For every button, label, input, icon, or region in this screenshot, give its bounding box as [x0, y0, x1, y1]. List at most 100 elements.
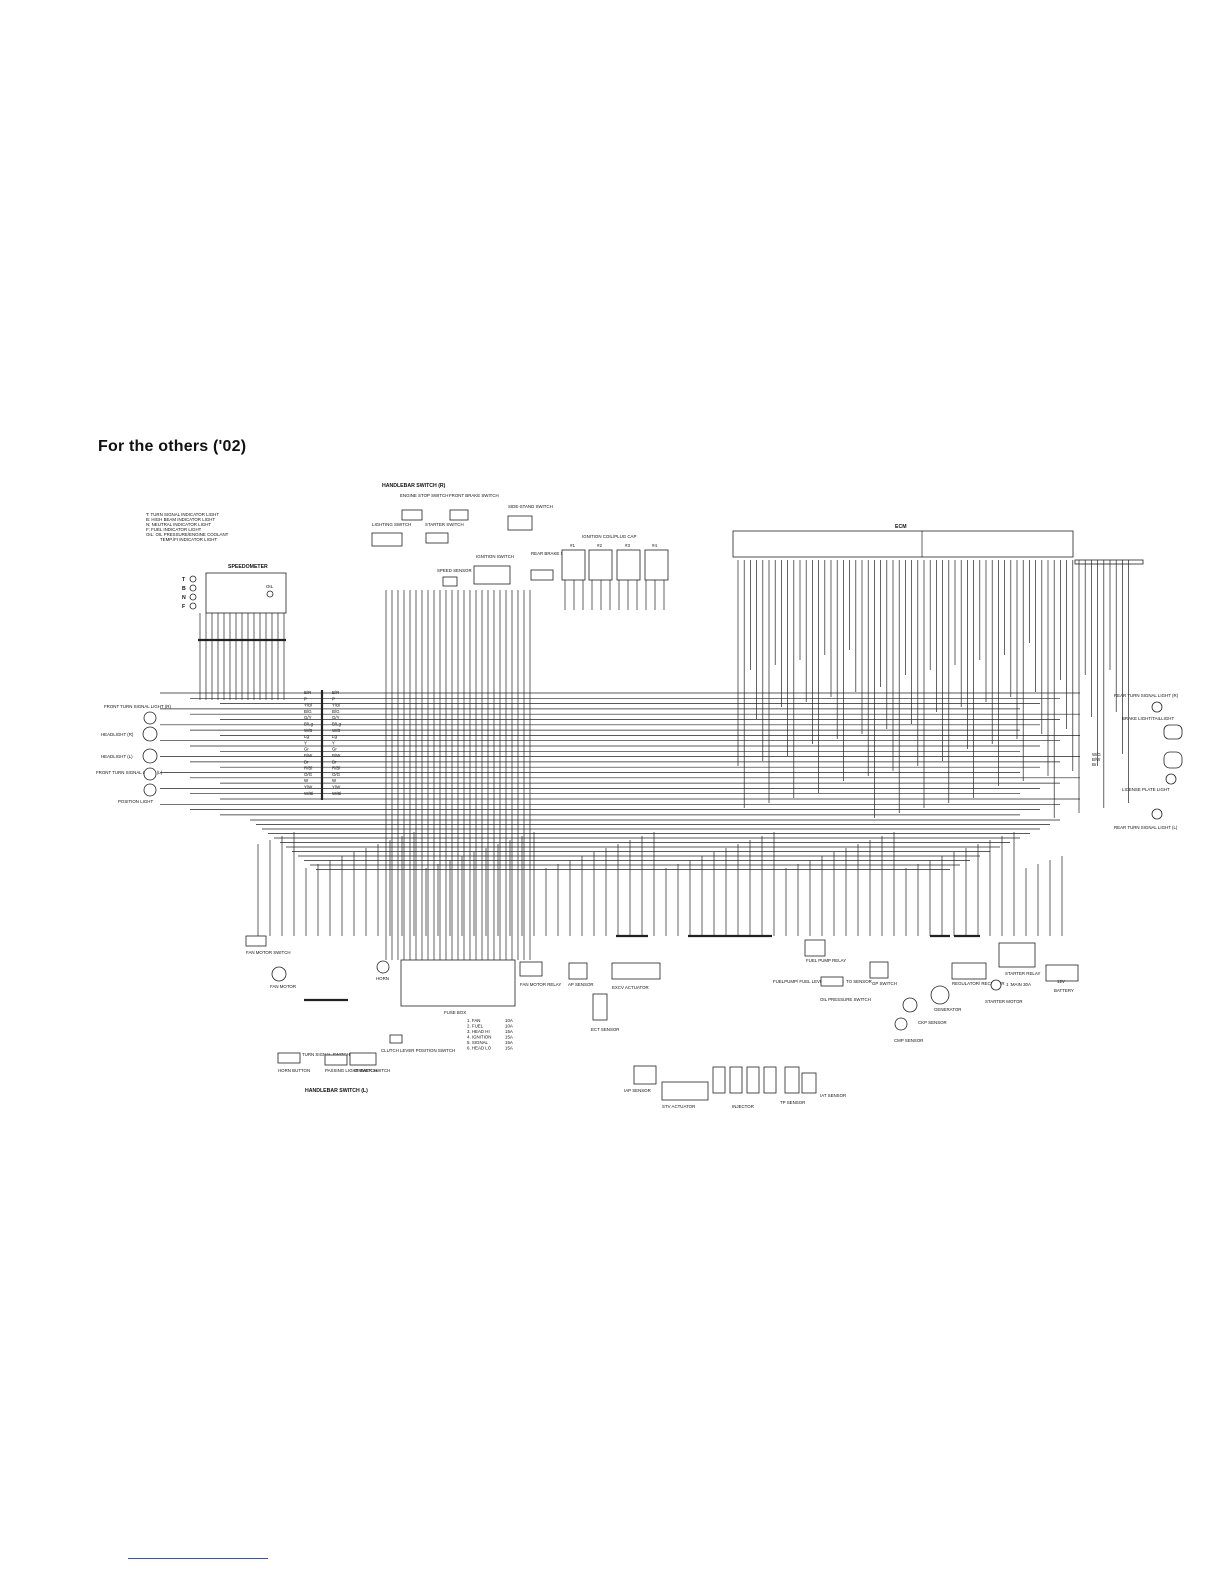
fuse-rating: 15A [505, 1035, 513, 1040]
engine-stop-switch-box [401, 509, 423, 521]
generator-label: GENERATOR [934, 1007, 961, 1012]
connector-wire-label: W [304, 778, 309, 783]
speedometer: SPEEDOMETER OIL T B N F [182, 564, 287, 642]
ecm-label: ECM [895, 524, 907, 530]
connector-wire-label: B/W [304, 753, 313, 758]
connector-wire-label: W [332, 778, 337, 783]
connector-wire-label: B/W [332, 753, 341, 758]
rear-turn-l-label: REAR TURN SIGNAL LIGHT (L) [1114, 825, 1178, 830]
connector-wire-label: B/Lg [304, 722, 314, 727]
front-brake-switch-label: FRONT BRAKE SWITCH [449, 493, 499, 498]
ckp-sensor-label: CKP SENSOR [918, 1020, 947, 1025]
ecm-connector [1074, 559, 1144, 565]
fan-motor-icon [271, 966, 287, 982]
ignition-coils: IGNITION COIL/PLUG CAP #1 #2 #3 #4 [561, 534, 669, 581]
connector-wire-label: O/G [332, 772, 341, 777]
fuse-rating: 10A [505, 1024, 513, 1029]
front-turn-r-label: FRONT TURN SIGNAL LIGHT (R) [104, 704, 171, 709]
fan-motor-relay-box [519, 961, 543, 977]
bottom-components: FAN MOTOR SWITCH FAN MOTOR HORN FUSE BOX… [245, 935, 1079, 1109]
front-brake-switch-box [449, 509, 469, 521]
fan-motor-switch-box [245, 935, 267, 947]
headlight-l-label: HEADLIGHT (L) [101, 754, 133, 759]
lighting-switch-box [371, 532, 403, 547]
legend-line: N: NEUTRAL INDICATOR LIGHT [146, 522, 211, 527]
iat-sensor-box [801, 1072, 817, 1094]
headlight-r-label: HEADLIGHT (R) [101, 732, 134, 737]
coil-4-label: #4 [652, 543, 657, 548]
connector-wire-label: P [304, 696, 307, 701]
lamp-icon [189, 593, 197, 601]
oil-label: OIL [266, 584, 274, 589]
fuse-name: 3. HEAD HI [467, 1029, 490, 1034]
passing-light-switch-box [324, 1054, 348, 1066]
fuelpump-switch-label: FUELPUMP/ FUEL LEVEL SWITCH [773, 979, 844, 984]
ignition-coil-icon [616, 549, 641, 581]
engine-stop-switch-label: ENGINE STOP SWITCH [400, 493, 448, 498]
to-sensor-label: TO SENSOR [846, 979, 872, 984]
fuse-name: 6. HEAD LO [467, 1046, 492, 1051]
injector-icon [763, 1066, 777, 1094]
clutch-switch-box [389, 1034, 403, 1044]
legend-line: F: FUEL INDICATOR LIGHT [146, 527, 202, 532]
license-light-label: LICENSE PLATE LIGHT [1122, 787, 1170, 792]
indicator-f: F [182, 604, 185, 610]
dimmer-switch-label: DIMMER SWITCH [354, 1068, 390, 1073]
connector-wire-label: Y/W [332, 785, 341, 790]
ignition-coil-label: IGNITION COIL/PLUG CAP [582, 534, 636, 539]
connector-wire-label: P [332, 696, 335, 701]
fuel-pump-relay-label: FUEL PUMP RELAY [806, 958, 846, 963]
lamp-icon [189, 584, 197, 592]
stv-actuator-label: STV ACTUATOR [662, 1104, 695, 1109]
starter-motor-label: STARTER MOTOR [985, 999, 1023, 1004]
ecm-box [732, 530, 1074, 558]
side-stand-switch-label: SIDE-STAND SWITCH [508, 504, 553, 509]
fan-motor-relay-label: FAN MOTOR RELAY [520, 982, 561, 987]
connector-wire-label: B/Lg [332, 722, 342, 727]
fan-motor-switch-label: FAN MOTOR SWITCH [246, 950, 291, 955]
fuse-rating: 15A [505, 1046, 513, 1051]
page-title: For the others ('02) [98, 438, 247, 455]
side-stand-switch-box [507, 515, 533, 531]
injector-icon [712, 1066, 726, 1094]
footer-link-underline[interactable] [128, 1558, 268, 1559]
connector-wire-label: R/Bl [332, 766, 340, 771]
horn-label: HORN [376, 976, 389, 981]
iap-sensor-label: IAP SENSOR [624, 1088, 651, 1093]
connector-wire-label: Y [332, 740, 335, 745]
headlight-l-lamp-icon [142, 748, 158, 764]
fuse-name: 1. FAN [467, 1018, 480, 1023]
ap-sensor-label: AP SENSOR [568, 982, 594, 987]
speed-sensor-label: SPEED SENSOR [437, 568, 472, 573]
connector-wire-label: Lg [332, 734, 337, 739]
cmp-sensor-label: CMP SENSOR [894, 1038, 923, 1043]
starter-switch-label: STARTER SWITCH [425, 522, 464, 527]
license-lamp-icon [1165, 773, 1177, 785]
fuse-name: 5. SIGNAL [467, 1040, 489, 1045]
regulator-box [951, 962, 987, 980]
generator-icon [930, 985, 950, 1005]
ignition-coil-icon [588, 549, 613, 581]
oil-lamp-icon [266, 590, 274, 598]
ect-sensor-label: ECT SENSOR [591, 1027, 619, 1032]
speed-sensor-box [442, 576, 458, 587]
injector-icon [729, 1066, 743, 1094]
injector-label: INJECTOR [732, 1104, 754, 1109]
lamp-icon [189, 575, 197, 583]
ap-sensor-box [568, 962, 588, 980]
connector-wire-label: W/Bl [304, 791, 313, 796]
horn-button-box [277, 1052, 301, 1064]
position-light-label: POSITION LIGHT [118, 799, 153, 804]
clutch-switch-label: CLUTCH LEVER POSITION SWITCH [381, 1048, 455, 1053]
stv-actuator-box [661, 1081, 709, 1101]
lighting-switch-label: LIGHTING SWITCH [372, 522, 411, 527]
connector-wire-label: B/G [304, 709, 312, 714]
indicator-b: B [182, 586, 186, 592]
passing-light-switch-label: PASSING LIGHT SWITCH [325, 1068, 377, 1073]
turn-signal-switch-label: TURN SIGNAL SWITCH [302, 1052, 350, 1057]
rear-wire-label: W/G [1092, 752, 1101, 757]
legend-line: TEMP./FI INDICATOR LIGHT [160, 537, 217, 542]
front-turn-l-lamp-icon [143, 767, 157, 781]
